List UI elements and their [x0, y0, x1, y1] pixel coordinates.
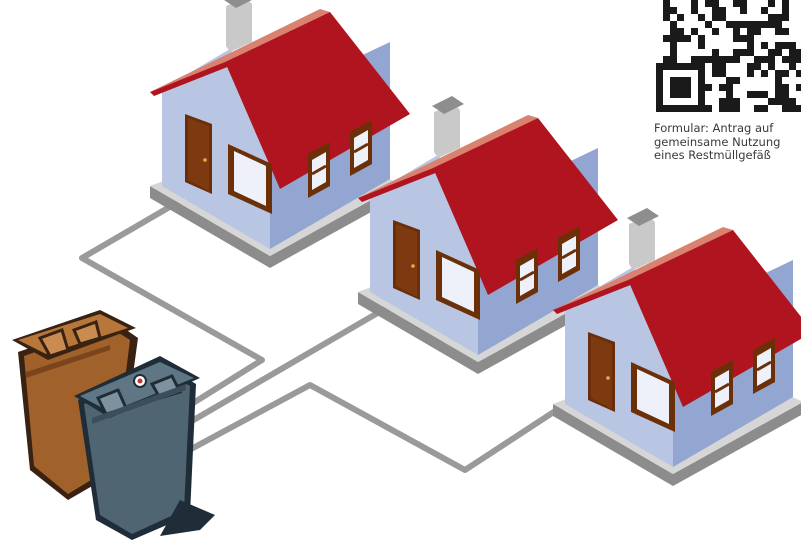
caption-line-1: Formular: Antrag auf: [654, 122, 801, 136]
caption-line-2: gemeinsame Nutzung: [654, 136, 801, 150]
caption-line-3: eines Restmüllgefäß: [654, 149, 801, 163]
qr-code: [654, 0, 801, 115]
qr-caption: Formular: Antrag auf gemeinsame Nutzung …: [654, 122, 801, 163]
